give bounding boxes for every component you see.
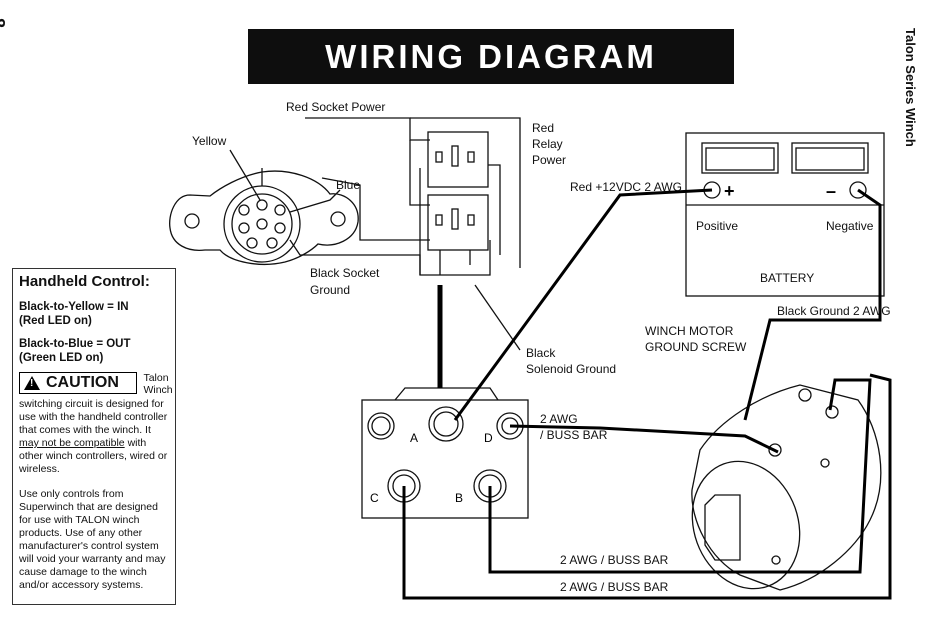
label-red-12vdc: Red +12VDC 2 AWG <box>570 180 682 194</box>
label-2awg-d-1: 2 AWG <box>540 412 578 426</box>
label-battery: BATTERY <box>760 271 815 285</box>
caution-side-1: Talon <box>143 372 169 384</box>
rule-in-line1: Black-to-Yellow = IN <box>19 301 129 313</box>
label-red-relay-power-1: Red <box>532 121 555 135</box>
relay-top <box>427 131 489 188</box>
plus-sign: + <box>724 181 735 201</box>
label-red-relay-power-3: Power <box>532 153 567 167</box>
warning-icon: ! <box>24 376 40 390</box>
rule-in-line2: (Red LED on) <box>19 315 92 327</box>
terminal-a: A <box>410 431 418 445</box>
handheld-title: Handheld Control: <box>19 273 150 290</box>
terminal-b: B <box>455 491 463 505</box>
battery-body <box>685 132 885 297</box>
label-yellow: Yellow <box>192 134 227 148</box>
minus-sign: – <box>826 181 836 201</box>
label-positive: Positive <box>696 219 739 233</box>
label-black-socket-ground-1: Black Socket <box>310 266 380 280</box>
caution-badge: ! CAUTION <box>19 372 137 394</box>
label-negative: Negative <box>826 219 874 233</box>
label-black-ground-2awg: Black Ground 2 AWG <box>777 304 891 318</box>
label-2awg-d-2: / BUSS BAR <box>540 428 608 442</box>
winch-motor <box>691 384 882 591</box>
caution-paragraph-1: switching circuit is designed for use wi… <box>19 398 168 475</box>
label-black-socket-ground-2: Ground <box>310 283 351 297</box>
label-black-solenoid-2: Solenoid Ground <box>526 362 617 376</box>
socket-plate <box>169 170 359 265</box>
rule-out-line2: (Green LED on) <box>19 352 104 364</box>
label-2awg-c: 2 AWG / BUSS BAR <box>560 580 669 594</box>
label-black-solenoid-1: Black <box>526 346 556 360</box>
terminal-d: D <box>484 431 493 445</box>
caution-side-2: Winch <box>143 384 173 396</box>
relay-bottom <box>427 194 489 251</box>
label-2awg-b: 2 AWG / BUSS BAR <box>560 553 669 567</box>
label-red-relay-power-2: Relay <box>532 137 563 151</box>
solenoid-block <box>361 399 529 519</box>
label-red-socket-power: Red Socket Power <box>286 100 386 114</box>
label-winch-motor-1: WINCH MOTOR <box>645 324 734 338</box>
caution-side: Talon Winch <box>143 372 172 396</box>
handheld-control-panel: Handheld Control: Black-to-Yellow = IN (… <box>12 268 176 605</box>
caution-paragraph-2: Use only controls from Superwinch that a… <box>19 488 166 591</box>
caution-label: CAUTION <box>46 374 119 391</box>
diagram-title-banner: WIRING DIAGRAM <box>248 29 734 84</box>
rule-out-line1: Black-to-Blue = OUT <box>19 338 131 350</box>
socket-body <box>223 185 301 263</box>
label-winch-motor-2: GROUND SCREW <box>645 340 747 354</box>
rule-out: Black-to-Blue = OUT (Green LED on) <box>19 337 169 365</box>
label-blue: Blue <box>336 178 361 192</box>
rule-in: Black-to-Yellow = IN (Red LED on) <box>19 300 169 328</box>
terminal-c: C <box>370 491 379 505</box>
